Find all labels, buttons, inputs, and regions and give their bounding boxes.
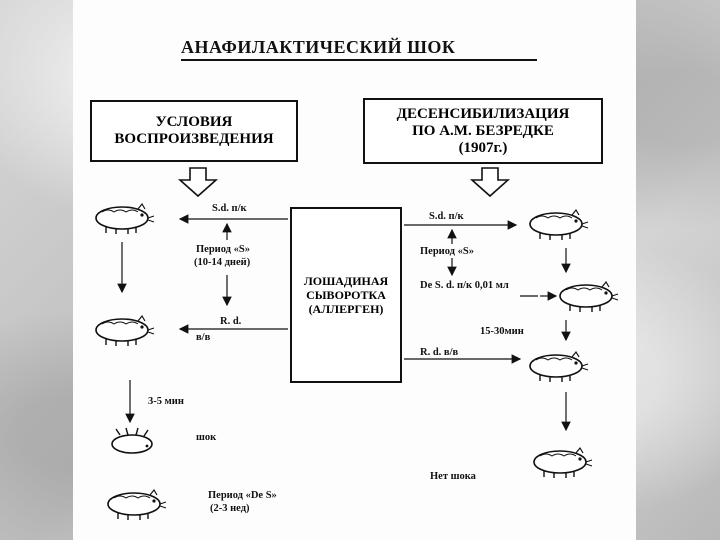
left-des-line2: (2-3 нед) xyxy=(210,503,250,514)
conditions-box: УСЛОВИЯ ВОСПРОИЗВЕДЕНИЯ xyxy=(90,100,298,162)
desensitization-line2: ПО А.М. БЕЗРЕДКЕ xyxy=(412,122,554,139)
right-time-label: 15-30мин xyxy=(480,326,524,337)
serum-line3: (АЛЛЕРГЕН) xyxy=(308,302,384,316)
left-period-line2: (10-14 дней) xyxy=(194,257,251,268)
diagram-title: АНАФИЛАКТИЧЕСКИЙ ШОК xyxy=(181,37,456,57)
guinea-pig-right-2 xyxy=(559,281,619,313)
left-sd-label: S.d. п/к xyxy=(212,203,247,214)
serum-box: ЛОШАДИНАЯ СЫВОРОТКА (АЛЛЕРГЕН) xyxy=(290,207,402,383)
serum-line2: СЫВОРОТКА xyxy=(306,288,386,302)
guinea-pig-left-3 xyxy=(107,489,167,521)
right-des-label: De S. d. п/к 0,01 мл xyxy=(420,280,509,291)
left-des-line1: Период «De S» xyxy=(208,490,277,501)
left-block-arrow xyxy=(177,167,219,198)
guinea-pig-right-4 xyxy=(533,447,593,479)
guinea-pig-left-1 xyxy=(95,203,155,235)
shock-label: шок xyxy=(196,432,217,443)
desensitization-box: ДЕСЕНСИБИЛИЗАЦИЯ ПО А.М. БЕЗРЕДКЕ (1907г… xyxy=(363,98,603,164)
desensitization-line1: ДЕСЕНСИБИЛИЗАЦИЯ xyxy=(396,105,570,122)
guinea-pig-left-2 xyxy=(95,315,155,347)
right-block-arrow xyxy=(469,167,511,198)
left-rd-label: R. d. xyxy=(220,316,242,327)
title-underline xyxy=(181,59,537,61)
left-time-label: 3-5 мин xyxy=(148,396,184,407)
serum-line1: ЛОШАДИНАЯ xyxy=(303,274,389,288)
guinea-pig-shock xyxy=(111,427,153,454)
conditions-line2: ВОСПРОИЗВЕДЕНИЯ xyxy=(114,131,274,147)
left-vv-label: в/в xyxy=(196,332,211,343)
right-period-label: Период «S» xyxy=(420,246,474,257)
left-period-line1: Период «S» xyxy=(196,244,250,255)
conditions-line1: УСЛОВИЯ xyxy=(155,114,233,130)
no-shock-label: Нет шока xyxy=(430,471,476,482)
desensitization-line3: (1907г.) xyxy=(458,139,508,156)
right-rd-label: R. d. в/в xyxy=(420,347,459,358)
guinea-pig-right-3 xyxy=(529,351,589,383)
right-sd-label: S.d. п/к xyxy=(429,211,464,222)
guinea-pig-right-1 xyxy=(529,209,589,241)
